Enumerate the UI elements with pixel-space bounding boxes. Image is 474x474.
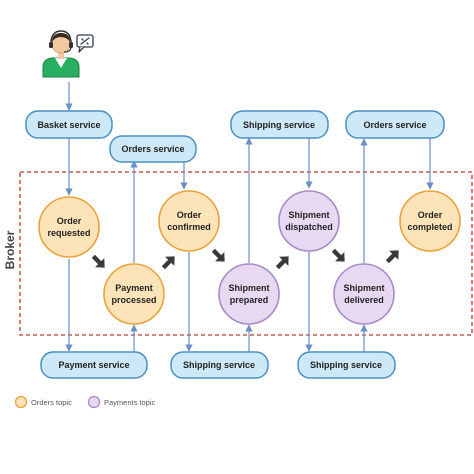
event-order-requested: Order requested xyxy=(38,196,100,258)
service-box-shipping-top: Shipping service xyxy=(230,110,329,139)
connectors xyxy=(65,82,434,352)
event-label-line2: delivered xyxy=(344,295,384,305)
flow-arrows xyxy=(91,248,399,270)
event-label-line1: Shipment xyxy=(228,283,269,293)
service-label: Orders service xyxy=(363,120,426,130)
customer-support-agent-icon xyxy=(42,30,94,78)
service-label: Payment service xyxy=(58,360,129,370)
service-label: Shipping service xyxy=(183,360,255,370)
legend-swatch-payments xyxy=(87,395,101,409)
event-label-line1: Shipment xyxy=(343,283,384,293)
service-box-shipping-bottom-right: Shipping service xyxy=(297,351,396,379)
flow-arrow-up-right xyxy=(385,250,399,264)
flow-arrow-up-right xyxy=(161,256,175,270)
service-box-payment: Payment service xyxy=(40,351,148,379)
event-label-line2: prepared xyxy=(230,295,269,305)
legend-swatch-orders xyxy=(14,395,28,409)
event-label-line1: Order xyxy=(57,216,82,226)
event-label-line2: dispatched xyxy=(285,222,333,232)
event-label-line1: Payment xyxy=(115,283,153,293)
service-label: Shipping service xyxy=(310,360,382,370)
service-label: Orders service xyxy=(121,144,184,154)
flow-arrow-down-right xyxy=(91,254,105,268)
legend: Orders topic Payments topic xyxy=(14,395,156,409)
event-label-line2: confirmed xyxy=(167,222,211,232)
event-order-completed: Order completed xyxy=(399,190,461,252)
event-label-line1: Order xyxy=(418,210,443,220)
event-payment-processed: Payment processed xyxy=(103,263,165,325)
event-label-line2: processed xyxy=(111,295,156,305)
event-shipment-prepared: Shipment prepared xyxy=(218,263,280,325)
service-box-orders-left: Orders service xyxy=(109,135,197,163)
legend-label-payments: Payments topic xyxy=(104,398,156,407)
broker-region xyxy=(19,171,473,336)
service-box-shipping-bottom-left: Shipping service xyxy=(170,351,269,379)
service-box-basket: Basket service xyxy=(25,110,113,139)
event-label-line2: completed xyxy=(407,222,452,232)
event-order-confirmed: Order confirmed xyxy=(158,190,220,252)
event-label-line2: requested xyxy=(47,228,90,238)
legend-label-orders: Orders topic xyxy=(31,398,72,407)
flow-arrow-up-right xyxy=(275,256,289,270)
event-label-line1: Order xyxy=(177,210,202,220)
event-shipment-delivered: Shipment delivered xyxy=(333,263,395,325)
broker-label: Broker xyxy=(3,230,17,269)
service-label: Shipping service xyxy=(243,120,315,130)
service-label: Basket service xyxy=(37,120,100,130)
service-box-orders-right: Orders service xyxy=(345,110,445,139)
event-label-line1: Shipment xyxy=(288,210,329,220)
flow-arrow-down-right xyxy=(211,248,225,262)
event-shipment-dispatched: Shipment dispatched xyxy=(278,190,340,252)
flow-arrow-down-right xyxy=(331,248,345,262)
